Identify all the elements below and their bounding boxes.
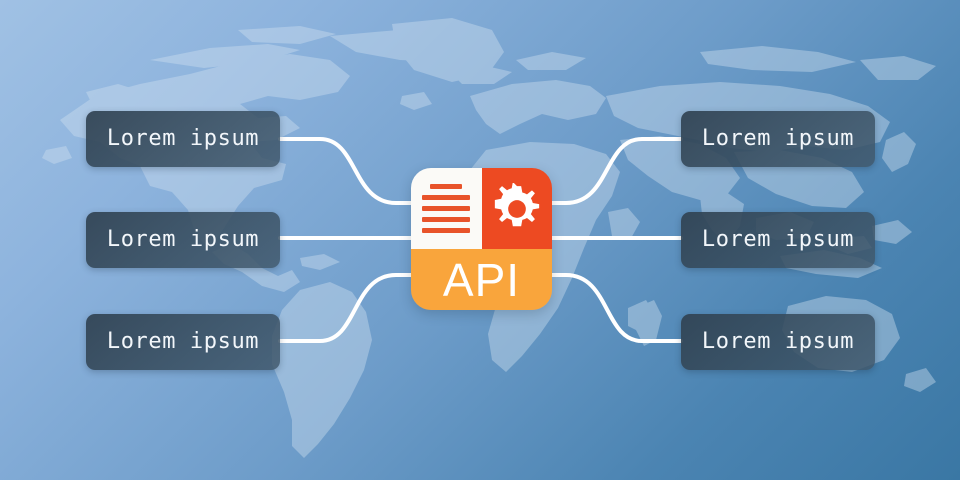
connector-left-top [278, 137, 416, 205]
right-node-3-label: Lorem ipsum [701, 329, 855, 354]
api-card-top-row [411, 168, 552, 249]
left-node-3[interactable]: Lorem ipsum [86, 314, 280, 370]
right-node-3[interactable]: Lorem ipsum [681, 314, 875, 370]
left-node-3-label: Lorem ipsum [106, 329, 260, 354]
right-node-1[interactable]: Lorem ipsum [681, 111, 875, 167]
api-label-band: API [411, 249, 552, 310]
api-card[interactable]: API [411, 168, 552, 310]
document-line-2 [422, 195, 471, 200]
right-node-1-label: Lorem ipsum [701, 126, 855, 151]
connector-left-bottom [278, 273, 416, 343]
document-line-4 [422, 217, 471, 222]
connector-right-top [546, 137, 683, 205]
right-node-2-label: Lorem ipsum [701, 227, 855, 252]
left-node-2[interactable]: Lorem ipsum [86, 212, 280, 268]
document-line-3 [422, 206, 471, 211]
api-label: API [442, 253, 521, 306]
document-line-1 [430, 184, 463, 189]
document-line-5 [422, 228, 471, 233]
right-node-2[interactable]: Lorem ipsum [681, 212, 875, 268]
left-node-1-label: Lorem ipsum [106, 126, 260, 151]
gear-icon [481, 168, 552, 249]
document-lines-icon [411, 168, 482, 249]
connector-right-bottom [546, 273, 683, 343]
left-node-1[interactable]: Lorem ipsum [86, 111, 280, 167]
left-node-2-label: Lorem ipsum [106, 227, 260, 252]
